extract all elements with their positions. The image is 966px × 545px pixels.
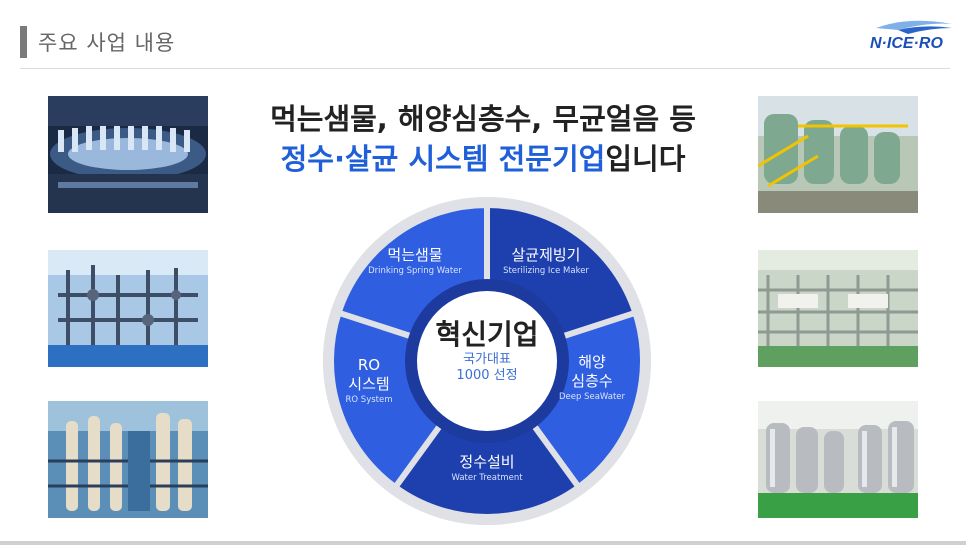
headline: 먹는샘물, 해양심층수, 무균얼음 등 정수·살균 시스템 전문기업입니다 bbox=[236, 100, 730, 180]
headline-suffix: 입니다 bbox=[605, 142, 686, 176]
segment-subtitle: Deep SeaWater bbox=[558, 392, 626, 402]
logo-text: N·ICE·RO bbox=[870, 35, 943, 52]
steel-tanks-room-photo bbox=[758, 401, 918, 518]
bottom-border bbox=[0, 541, 966, 545]
segment-subtitle: RO System bbox=[345, 395, 393, 405]
segment-label-water-treatment[interactable]: 정수설비 Water Treatment bbox=[432, 453, 542, 484]
ro-filter-plant-photo bbox=[48, 401, 208, 518]
segment-subtitle: Sterilizing Ice Maker bbox=[503, 266, 589, 276]
header-divider bbox=[20, 68, 950, 69]
headline-line-2: 정수·살균 시스템 전문기업입니다 bbox=[236, 138, 730, 180]
company-logo: N·ICE·RO bbox=[870, 20, 952, 52]
segment-title: 먹는샘물 bbox=[387, 246, 443, 264]
headline-highlight: 정수·살균 시스템 전문기업 bbox=[280, 142, 606, 176]
segment-title: 정수설비 bbox=[459, 453, 515, 471]
segment-title-2: 시스템 bbox=[348, 375, 390, 393]
center-sub-2: 1000 선정 bbox=[456, 368, 518, 383]
segment-subtitle: Drinking Spring Water bbox=[368, 266, 462, 276]
segment-title-2: 심층수 bbox=[571, 372, 613, 390]
wheel-center: 혁신기업 국가대표 1000 선정 bbox=[412, 318, 562, 384]
outdoor-tanks-photo bbox=[758, 96, 918, 213]
segment-label-ro-system[interactable]: RO 시스템 RO System bbox=[334, 356, 404, 406]
segment-label-deep-seawater[interactable]: 해양 심층수 Deep SeaWater bbox=[552, 353, 632, 403]
segment-label-drinking-water[interactable]: 먹는샘물 Drinking Spring Water bbox=[360, 246, 470, 277]
center-sub-1: 국가대표 bbox=[463, 352, 511, 367]
center-disc bbox=[417, 291, 557, 431]
page-title: 주요 사업 내용 bbox=[38, 31, 176, 55]
segment-title: 해양 bbox=[578, 353, 606, 371]
headline-line-1: 먹는샘물, 해양심층수, 무균얼음 등 bbox=[270, 102, 696, 136]
segment-title: 살균제빙기 bbox=[511, 246, 581, 264]
header-accent-bar bbox=[20, 26, 27, 58]
bottling-machine-photo bbox=[48, 96, 208, 213]
segment-subtitle: Water Treatment bbox=[451, 473, 523, 483]
segment-label-ice-maker[interactable]: 살균제빙기 Sterilizing Ice Maker bbox=[490, 246, 602, 277]
filter-rack-photo bbox=[758, 250, 918, 367]
center-title: 혁신기업 bbox=[435, 318, 539, 351]
water-plant-pipes-photo bbox=[48, 250, 208, 367]
segment-title: RO bbox=[357, 356, 381, 374]
wheel-segments bbox=[323, 197, 651, 525]
